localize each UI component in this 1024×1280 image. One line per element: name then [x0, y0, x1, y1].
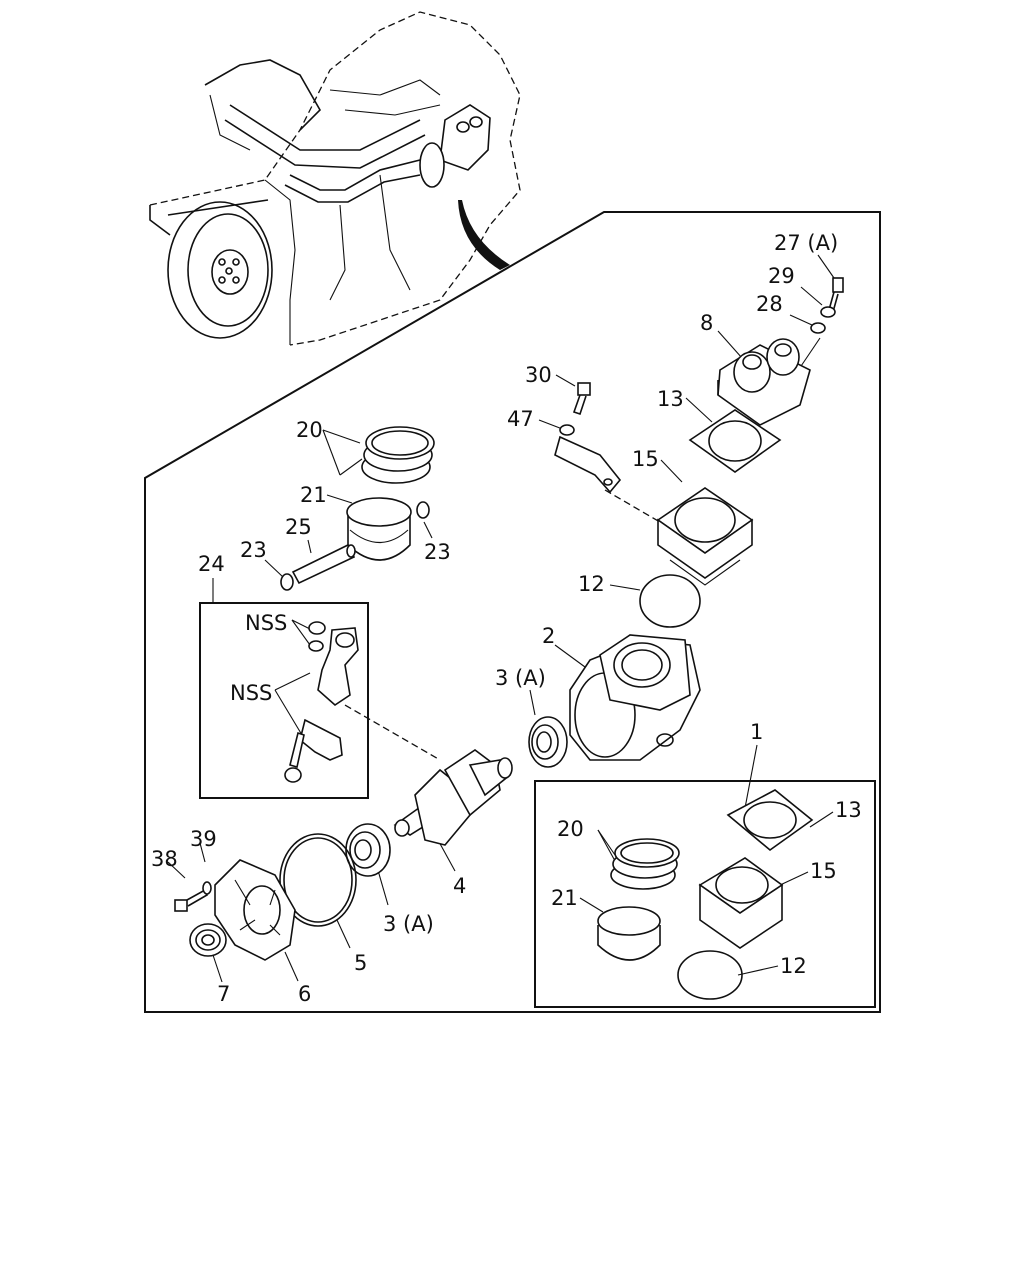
part-21-piston [346, 497, 412, 561]
label-3a-upper: 3 (A) [495, 666, 546, 690]
label-nss-upper: NSS [245, 611, 287, 635]
part-8-cylinder-head [717, 338, 811, 426]
label-15: 15 [632, 447, 659, 471]
part-12-o-ring [639, 574, 701, 628]
part-2-crankcase [569, 634, 701, 761]
kit-frame [534, 780, 876, 1008]
label-5: 5 [354, 951, 367, 975]
label-3a-lower: 3 (A) [383, 912, 434, 936]
part-13-gasket [688, 409, 782, 473]
label-27a: 27 (A) [774, 231, 838, 255]
part-20-piston-rings [361, 426, 435, 484]
label-6: 6 [298, 982, 311, 1006]
part-39-washer [202, 881, 212, 895]
part-3a-bearing-upper [528, 716, 568, 768]
part-38-bolt [174, 888, 208, 912]
part-15-cylinder [656, 487, 754, 586]
kit-part-20-piston-rings [610, 838, 680, 890]
parts [174, 277, 844, 1000]
part-4-crankshaft [393, 749, 513, 846]
label-2: 2 [542, 624, 555, 648]
label-24: 24 [198, 552, 225, 576]
label-12: 12 [578, 572, 605, 596]
part-47-bracket [554, 424, 622, 494]
conrod-frame [199, 602, 369, 799]
engine-overview [149, 11, 521, 346]
kit-part-21-piston [597, 906, 661, 961]
part-30-bolt [572, 382, 591, 416]
label-7: 7 [217, 982, 230, 1006]
label-kit-21: 21 [551, 886, 578, 910]
label-4: 4 [453, 874, 466, 898]
label-8: 8 [700, 311, 713, 335]
label-28: 28 [756, 292, 783, 316]
part-29-washer [820, 306, 836, 318]
part-23-clip-right [416, 501, 430, 519]
label-30: 30 [525, 363, 552, 387]
label-23-left: 23 [240, 538, 267, 562]
label-23-right: 23 [424, 540, 451, 564]
part-3a-bearing-lower [345, 823, 391, 877]
label-25: 25 [285, 515, 312, 539]
main-frame [144, 211, 881, 1013]
kit-part-12-o-ring [677, 950, 743, 1000]
kit-part-13-gasket [726, 789, 814, 852]
label-21: 21 [300, 483, 327, 507]
label-20: 20 [296, 418, 323, 442]
label-29: 29 [768, 264, 795, 288]
label-kit-20: 20 [557, 817, 584, 841]
part-6-cover [214, 859, 296, 961]
part-5-o-ring [279, 833, 357, 927]
part-25-piston-pin [291, 543, 356, 585]
callout-labels: 27 (A) 29 28 8 30 47 13 15 20 21 25 23 2… [151, 231, 862, 1006]
label-kit-15: 15 [810, 859, 837, 883]
label-kit-13: 13 [835, 798, 862, 822]
label-kit-12: 12 [780, 954, 807, 978]
part-7-bearing [189, 923, 227, 957]
label-38: 38 [151, 847, 178, 871]
part-24-connecting-rod [284, 621, 359, 783]
part-28-washer [810, 322, 826, 334]
label-39: 39 [190, 827, 217, 851]
part-23-clip-left [280, 573, 294, 591]
kit-part-15-cylinder [698, 857, 784, 949]
label-47: 47 [507, 407, 534, 431]
label-nss-lower: NSS [230, 681, 272, 705]
label-1: 1 [750, 720, 763, 744]
label-13: 13 [657, 387, 684, 411]
